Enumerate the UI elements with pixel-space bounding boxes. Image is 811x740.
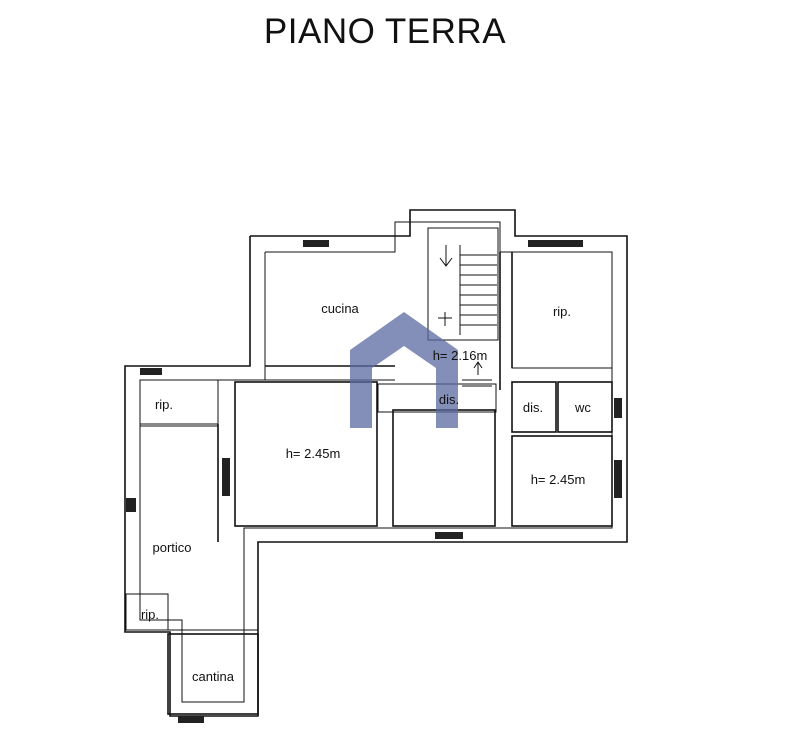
down-arrow-icon xyxy=(439,245,453,267)
room-rip-left xyxy=(139,379,219,425)
outer-wall xyxy=(124,209,628,717)
inner-wall-line xyxy=(139,221,613,703)
window-right-lower xyxy=(614,460,622,498)
label-stair-height: h= 2.16m xyxy=(433,348,488,363)
label-rip-small: rip. xyxy=(141,607,159,622)
label-cantina: cantina xyxy=(192,669,235,684)
room-rip-top xyxy=(511,251,613,369)
page-title: PIANO TERRA xyxy=(263,12,507,51)
label-cucina: cucina xyxy=(321,301,359,316)
label-dis-center: dis. xyxy=(439,392,459,407)
label-room-left-height: h= 2.45m xyxy=(286,446,341,461)
window-cantina xyxy=(178,716,204,723)
room-dis-right xyxy=(511,381,557,433)
house-logo-icon xyxy=(350,312,458,428)
room-right-lower xyxy=(511,435,613,527)
windows xyxy=(126,240,622,723)
label-portico: portico xyxy=(152,540,191,555)
label-rip-top: rip. xyxy=(553,304,571,319)
room-left xyxy=(234,381,378,527)
outer-walls xyxy=(124,209,628,717)
window-wc xyxy=(614,398,622,418)
window-rip-top xyxy=(528,240,583,247)
window-cucina xyxy=(303,240,329,247)
label-wc: wc xyxy=(574,400,591,415)
window-rip-left xyxy=(140,368,162,375)
stair-well xyxy=(427,227,499,341)
room-labels: cucina rip. h= 2.16m rip. dis. dis. wc h… xyxy=(141,301,591,684)
column-portico xyxy=(126,498,136,512)
stair-mark-icon xyxy=(438,312,452,326)
staircase xyxy=(427,227,499,387)
window-middle xyxy=(435,532,463,539)
label-room-right-height: h= 2.45m xyxy=(531,472,586,487)
up-arrow-icon xyxy=(473,361,483,375)
label-dis-right: dis. xyxy=(523,400,543,415)
room-rip-small xyxy=(125,593,169,631)
room-wc xyxy=(557,381,613,433)
room-cantina xyxy=(167,633,259,715)
label-rip-left: rip. xyxy=(155,397,173,412)
window-room-left xyxy=(222,458,230,496)
